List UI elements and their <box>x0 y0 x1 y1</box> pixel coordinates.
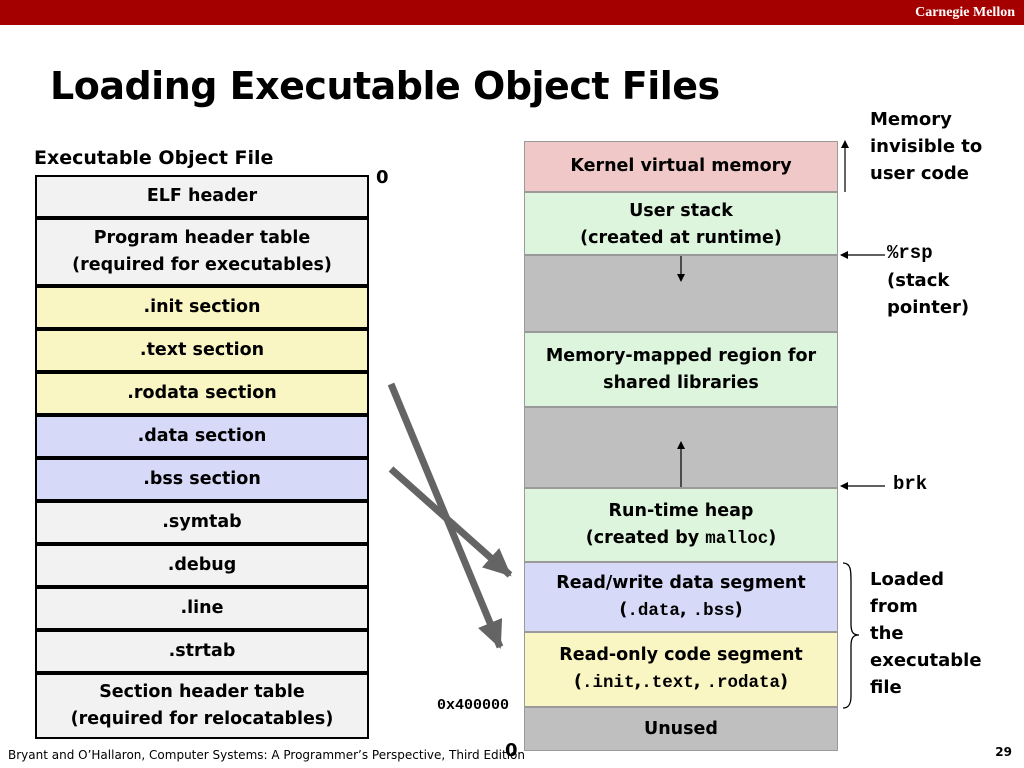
section-label: .text section <box>139 340 265 360</box>
run-time-heap-segment: Run-time heap (created by malloc) <box>524 488 838 562</box>
debug-section: .debug <box>35 544 369 587</box>
user-stack-segment: User stack (created at runtime) <box>524 192 838 255</box>
section-label: .symtab <box>162 512 242 532</box>
section-label: .strtab <box>168 641 236 661</box>
segment-label: Kernel virtual memory <box>570 156 792 176</box>
section-label: ELF header <box>146 186 258 206</box>
loaded-segments-brace <box>842 562 860 709</box>
section-label: Program header table <box>93 228 311 248</box>
elf-header-section: ELF header <box>35 175 369 218</box>
segment-label: User stack <box>629 201 733 221</box>
malloc-code: malloc <box>705 528 769 549</box>
segment-label: Run-time heap <box>608 500 754 521</box>
section-label: .rodata section <box>127 383 277 403</box>
kernel-virtual-memory-segment: Kernel virtual memory <box>524 141 838 192</box>
section-label: .line <box>180 598 224 618</box>
address-0x400000: 0x400000 <box>437 697 510 714</box>
rsp-annotation: %rsp (stack pointer) <box>887 242 970 318</box>
strtab-section: .strtab <box>35 630 369 673</box>
footer-citation: Bryant and O’Hallaron, Computer Systems:… <box>8 748 525 762</box>
read-write-data-segment: Read/write data segment (.data, .bss) <box>524 562 838 632</box>
unused-segment: Unused <box>524 707 838 751</box>
segment-sublabel: (.data, .bss) <box>619 599 743 621</box>
rodata-section: .rodata section <box>35 372 369 415</box>
loaded-annotation: Loaded from the executable file <box>870 569 982 698</box>
segment-sublabel: (created by malloc) <box>585 527 777 549</box>
brand-label: Carnegie Mellon <box>915 5 1015 20</box>
kernel-annotation: Memory invisible to user code <box>870 109 983 184</box>
segment-sublabel: (.init,.text, .rodata) <box>574 672 788 693</box>
address-zero: 0 <box>505 740 518 761</box>
section-label: .debug <box>167 555 237 575</box>
segment-sublabel: shared libraries <box>603 372 759 393</box>
slide-title: Loading Executable Object Files <box>50 64 720 108</box>
rsp-register: %rsp <box>887 242 933 264</box>
segment-label: Read/write data segment <box>556 572 806 593</box>
section-header-table-section: Section header table (required for reloc… <box>35 673 369 739</box>
code-to-ro-mapping-arrow <box>387 382 504 649</box>
section-sublabel: (required for relocatables) <box>70 709 334 729</box>
section-sublabel: (required for executables) <box>72 255 332 275</box>
segment-label: Unused <box>644 718 718 739</box>
program-header-table-section: Program header table (required for execu… <box>35 218 369 286</box>
init-section: .init section <box>35 286 369 329</box>
symtab-section: .symtab <box>35 501 369 544</box>
read-only-code-segment: Read-only code segment (.init,.text, .ro… <box>524 632 838 707</box>
text-section: .text section <box>35 329 369 372</box>
section-label: .init section <box>143 297 261 317</box>
header-bar: Carnegie Mellon <box>0 0 1024 25</box>
section-label: .data section <box>137 426 267 446</box>
file-offset-zero: 0 <box>376 167 389 188</box>
line-section: .line <box>35 587 369 630</box>
elf-label: Executable Object File <box>34 147 274 169</box>
page-number: 29 <box>995 745 1012 759</box>
bss-section: .bss section <box>35 458 369 501</box>
segment-label: Read-only code segment <box>559 645 803 665</box>
brk-annotation: brk <box>893 473 928 495</box>
section-label: .bss section <box>143 469 261 489</box>
memory-mapped-region-segment: Memory-mapped region for shared librarie… <box>524 332 838 407</box>
section-label: Section header table <box>99 682 305 702</box>
segment-label: Memory-mapped region for <box>545 345 817 366</box>
data-section: .data section <box>35 415 369 458</box>
segment-sublabel: (created at runtime) <box>580 228 782 248</box>
